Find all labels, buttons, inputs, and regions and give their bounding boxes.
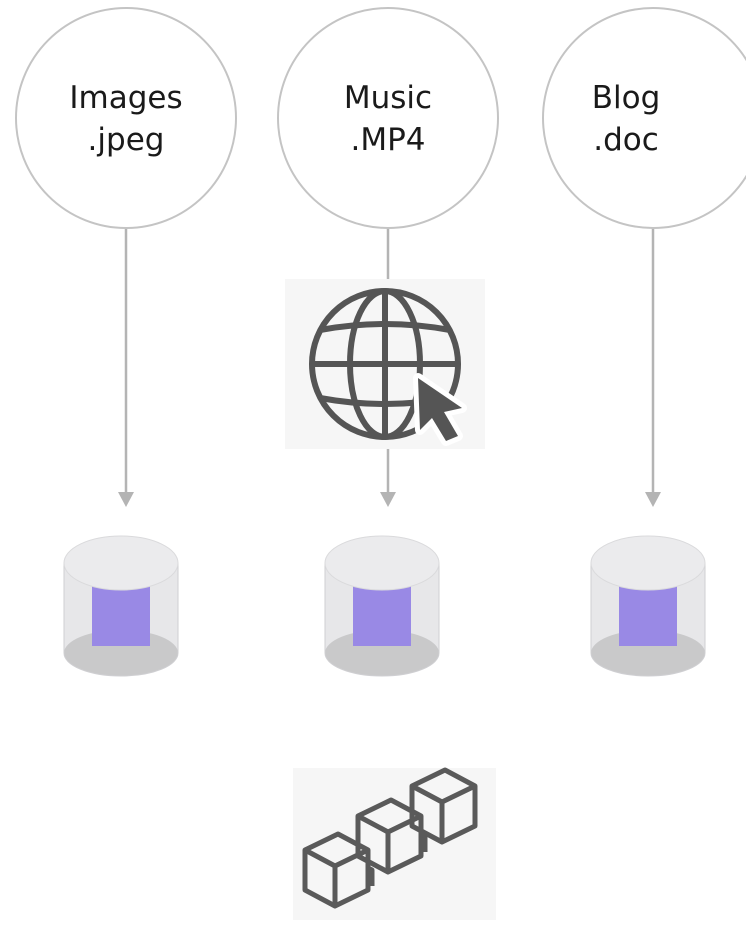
node-music-ext: .MP4 — [350, 122, 426, 158]
node-images-name: Images — [69, 80, 183, 116]
node-music: Music .MP4 — [278, 77, 498, 161]
storage-bucket-icon-blog — [590, 535, 706, 677]
globe-with-cursor-icon — [285, 279, 485, 449]
node-images-ext: .jpeg — [87, 122, 165, 158]
blockchain-blocks-icon — [293, 767, 496, 920]
node-blog-name: Blog — [591, 80, 661, 116]
node-images: Images .jpeg — [16, 77, 236, 161]
node-blog: Blog .doc — [516, 77, 736, 161]
node-blog-ext: .doc — [593, 122, 659, 158]
node-circle-images — [15, 7, 237, 229]
node-circle-blog — [542, 7, 746, 229]
node-music-name: Music — [343, 80, 433, 116]
node-circle-music — [277, 7, 499, 229]
storage-bucket-icon-music — [324, 535, 440, 677]
connector-blog — [645, 229, 661, 507]
storage-bucket-icon-images — [63, 535, 179, 677]
connector-images — [118, 229, 134, 507]
